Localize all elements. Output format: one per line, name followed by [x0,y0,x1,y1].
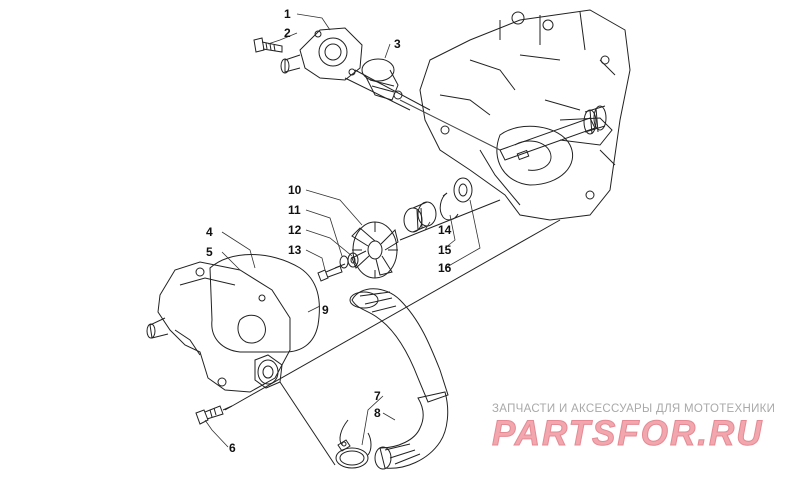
callout-16: 16 [438,261,452,275]
mechanical-seal [403,201,437,233]
hose-clamp [335,439,369,469]
callout-1: 1 [284,7,291,21]
callout-12: 12 [288,223,302,237]
watermark-brand: PARTSFOR.RU [492,414,764,454]
callout-labels: 1 2 3 4 5 6 7 8 9 10 11 12 13 14 15 16 [206,7,452,455]
thermostat [361,58,403,101]
impeller-bolt [317,265,343,282]
housing-bolt [253,37,283,53]
callout-13: 13 [288,243,302,257]
coolant-hose-upper [349,288,449,403]
callout-4: 4 [206,225,213,239]
pump-gasket [209,254,320,353]
impeller [351,221,399,279]
callout-11: 11 [288,203,301,217]
callout-2: 2 [284,26,291,40]
callout-14: 14 [438,223,452,237]
callout-9: 9 [322,303,329,317]
callout-3: 3 [394,37,401,51]
callout-15: 15 [438,243,452,257]
watermark-tagline: ЗАПЧАСТИ И АКСЕССУАРЫ ДЛЯ МОТОТЕХНИКИ [492,403,776,415]
thermostat-housing [280,27,363,81]
coolant-hose-lower [374,391,449,470]
callout-5: 5 [206,245,213,259]
callout-8: 8 [374,406,381,420]
callout-10: 10 [288,183,302,197]
pump-drive-shaft [499,105,607,161]
callout-7: 7 [374,389,381,403]
water-pump-housing [146,261,291,393]
pump-bolt [195,405,233,425]
impeller-washer [339,255,349,269]
callout-6: 6 [229,441,236,455]
shaft-seal [453,177,473,203]
engine-crankcase [419,9,631,221]
impeller-nut [347,252,359,268]
